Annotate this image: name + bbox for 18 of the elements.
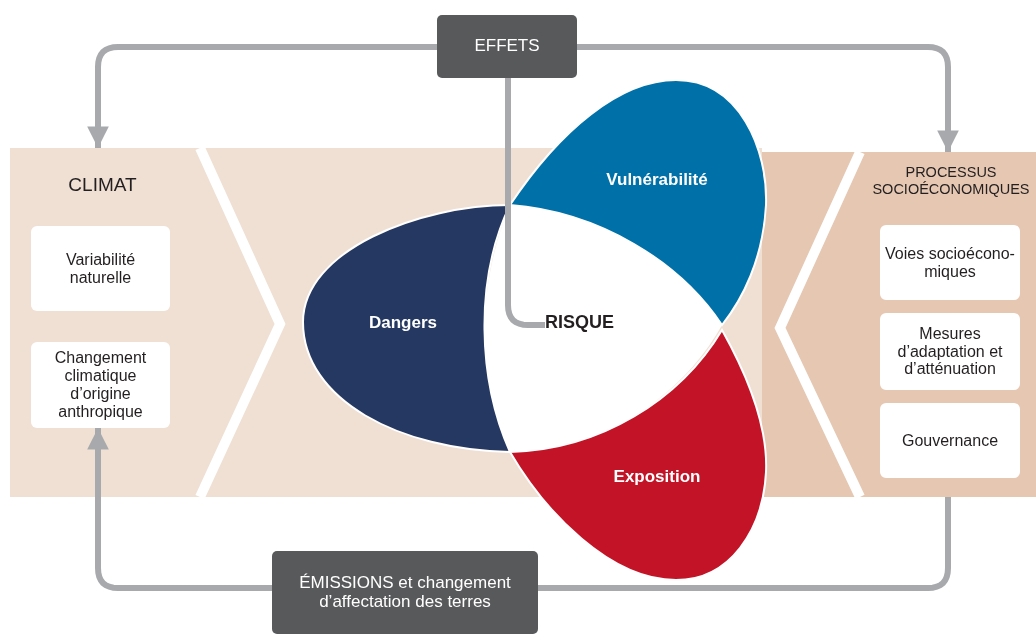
panel-title: PROCESSUS SOCIOÉCONOMIQUES <box>871 164 1031 199</box>
factor-box: Voies socioécono-miques <box>880 225 1020 300</box>
petal-label: Exposition <box>613 467 701 487</box>
connector-arrow <box>87 44 437 148</box>
factor-box: Gouvernance <box>880 403 1020 478</box>
connector-line <box>538 497 951 591</box>
connector-arrow <box>577 44 959 152</box>
petal-label: Dangers <box>369 313 437 333</box>
factor-box: Variabilité naturelle <box>31 226 170 311</box>
factor-box: Mesures d’adaptation et d’atténuation <box>880 313 1020 390</box>
process-box: ÉMISSIONS et changement d’affectation des terres <box>272 551 538 634</box>
panel-title: CLIMAT <box>67 174 138 197</box>
factor-box: Changement climatique d’origine anthropique <box>31 342 170 428</box>
connector-arrow <box>87 428 272 591</box>
process-box: EFFETS <box>437 15 577 78</box>
risk-label: RISQUE <box>545 312 623 336</box>
petal-label: Vulnérabilité <box>606 170 708 190</box>
connector-line <box>505 78 545 328</box>
